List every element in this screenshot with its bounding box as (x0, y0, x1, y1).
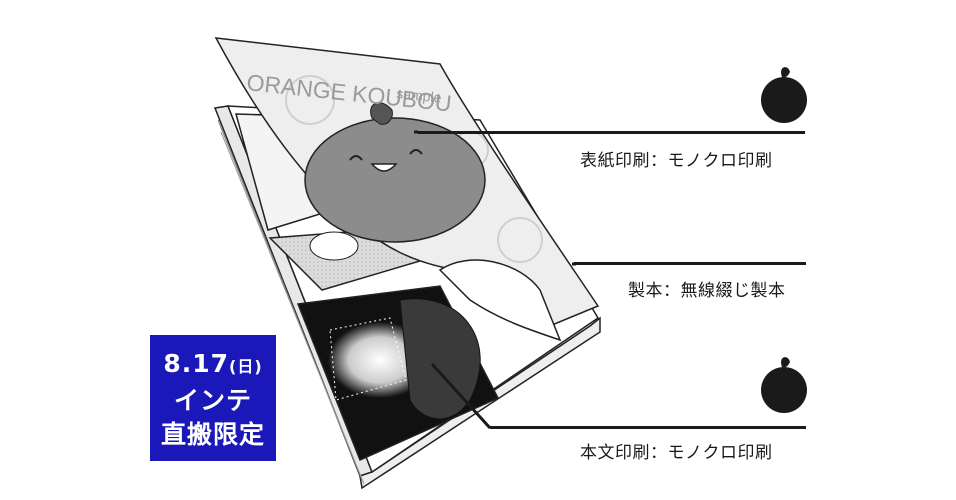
badge-date-row: 8.17(日) (150, 347, 276, 384)
cover-spec-line (418, 131, 805, 134)
orange-icon (761, 67, 807, 123)
book-cover: ORANGE KOUBOU sample (214, 37, 600, 342)
binding-spec-line (574, 262, 806, 265)
pointer-line-body (430, 362, 492, 430)
cover-print-spec: 表紙印刷：モノクロ印刷 (580, 151, 773, 171)
cover-sample-label: sample (396, 85, 443, 106)
body-spec-line (490, 426, 806, 429)
event-date-badge: 8.17(日) インテ 直搬限定 (150, 335, 276, 461)
binding-spec: 製本：無線綴じ製本 (628, 281, 786, 301)
badge-delivery-note: 直搬限定 (160, 420, 265, 449)
orange-icon (761, 357, 807, 413)
body-print-spec: 本文印刷：モノクロ印刷 (580, 443, 773, 463)
badge-weekday: (日) (229, 357, 263, 376)
badge-date: 8.17 (163, 349, 230, 378)
badge-venue: インテ (173, 386, 252, 415)
